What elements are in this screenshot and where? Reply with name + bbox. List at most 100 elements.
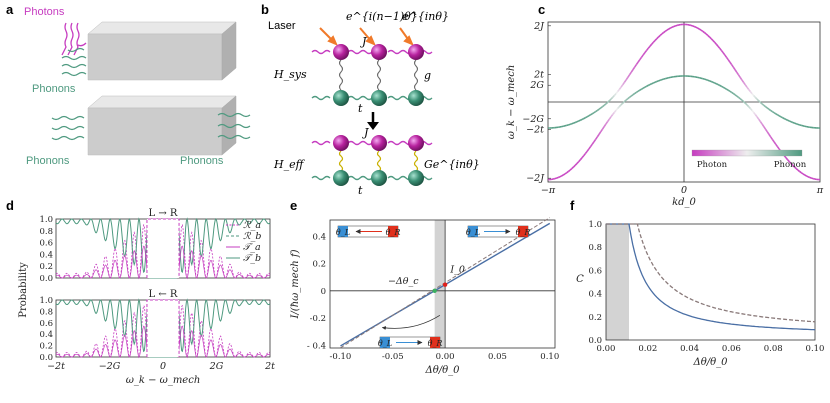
band-upper-segment [765,106,768,109]
panel-e-curved-arrow [381,314,441,331]
band-upper-segment [737,74,741,78]
band-upper-segment [675,24,678,27]
band-lower-segment [562,173,566,176]
band-upper-segment [612,95,615,99]
band-upper-segment [649,43,653,47]
band-upper-segment [573,121,576,124]
band-lower-segment [596,133,600,138]
band-upper-segment [771,110,775,114]
center-gap [146,218,180,278]
panel-d-xtick: 0 [160,361,166,372]
band-upper-segment [695,26,698,29]
panel-d-xtick: −2G [99,361,121,372]
band-lower-segment [576,161,580,165]
band-lower-segment [623,99,627,103]
band-upper-segment [645,47,649,51]
band-upper-segment [640,54,644,58]
panel-e-xlabel: Δθ/θ_0 [425,365,461,376]
band-lower-segment [795,167,799,171]
band-upper-segment [617,88,621,93]
band-upper-segment [741,79,745,83]
band-upper-segment [747,88,751,93]
band-lower-segment [729,90,733,94]
panel-f-curve-solid [606,223,816,331]
panel-d-ytick: 0.8 [39,227,53,237]
band-lower-segment [709,80,712,83]
panel-e-ytick: - 0.4 [307,341,326,351]
band-upper-segment [773,112,777,115]
band-upper-segment [720,49,724,54]
band-upper-segment [795,123,799,126]
laser-label: Laser [268,20,296,32]
band-lower-segment [811,177,814,180]
band-upper-segment [613,93,617,97]
band-lower-segment [724,87,727,90]
panel-e-xtick: -0.10 [330,352,352,362]
band-lower-segment [613,109,617,113]
G-phase-label: Ge^{inθ} [424,158,480,171]
panel-f-xtick: 0.00 [597,344,616,354]
band-lower-segment [649,83,653,86]
band-upper-segment [756,98,760,102]
band-lower-segment [647,83,651,87]
band-upper-segment [753,95,756,99]
band-upper-segment [797,123,800,126]
band-upper-segment [576,120,579,123]
band-upper-segment [588,114,591,117]
band-upper-segment [569,123,573,126]
panel-f-ytick: 0.4 [588,290,602,300]
band-lower-segment [717,83,721,87]
band-upper-segment [657,34,661,38]
phonons-right-label: Phonons [180,155,224,167]
band-upper-segment [600,106,603,109]
band-upper-segment [671,25,675,28]
panel-d-ytick: 0.4 [39,250,53,260]
band-upper-segment [770,109,773,113]
band-lower-segment [742,100,746,104]
band-lower-segment [726,88,729,91]
band-lower-segment [579,157,583,161]
band-upper-segment [783,117,787,121]
band-upper-segment [598,107,602,110]
band-lower-segment [705,78,709,81]
J-top: J [360,35,367,48]
band-lower-segment [644,85,647,88]
band-lower-segment [792,164,796,168]
band-upper-segment [751,93,755,97]
band-lower-segment [707,79,710,82]
panel-a: a Photons Phonons [6,2,251,167]
band-upper-segment [586,115,590,118]
panel-c-ytick: 2t [533,70,544,81]
theta-c-point [432,288,437,294]
band-lower-segment [659,78,663,81]
Hsys-label: H_sys [273,68,307,81]
band-lower-segment [714,82,717,85]
panel-f-xlabel: Δθ/θ_0 [693,357,729,368]
band-lower-segment [712,81,715,84]
band-upper-segment [603,103,607,106]
phonon-waves-top [61,47,87,77]
band-upper-segment [758,100,762,104]
band-lower-segment [584,150,588,155]
band-upper-segment [692,25,695,28]
band-upper-segment [759,101,763,105]
band-upper-segment [698,28,702,31]
panel-f-ytick: 0.0 [588,336,602,346]
band-upper-segment [713,41,717,45]
band-upper-segment [790,121,794,124]
band-upper-segment [732,66,736,71]
band-upper-segment [727,59,731,63]
band-lower-segment [751,109,755,113]
band-lower-segment [564,172,568,175]
band-lower-segment [591,141,595,145]
band-upper-segment [693,25,697,28]
band-lower-segment [615,107,619,111]
panel-d-ytick: 0.0 [39,274,53,284]
panel-d-ytick: 0.2 [39,262,53,272]
panel-f-curve-dashed [606,223,816,323]
band-lower-segment [608,116,612,120]
band-upper-segment [666,28,670,31]
band-lower-segment [605,121,609,125]
band-lower-segment [744,102,748,106]
